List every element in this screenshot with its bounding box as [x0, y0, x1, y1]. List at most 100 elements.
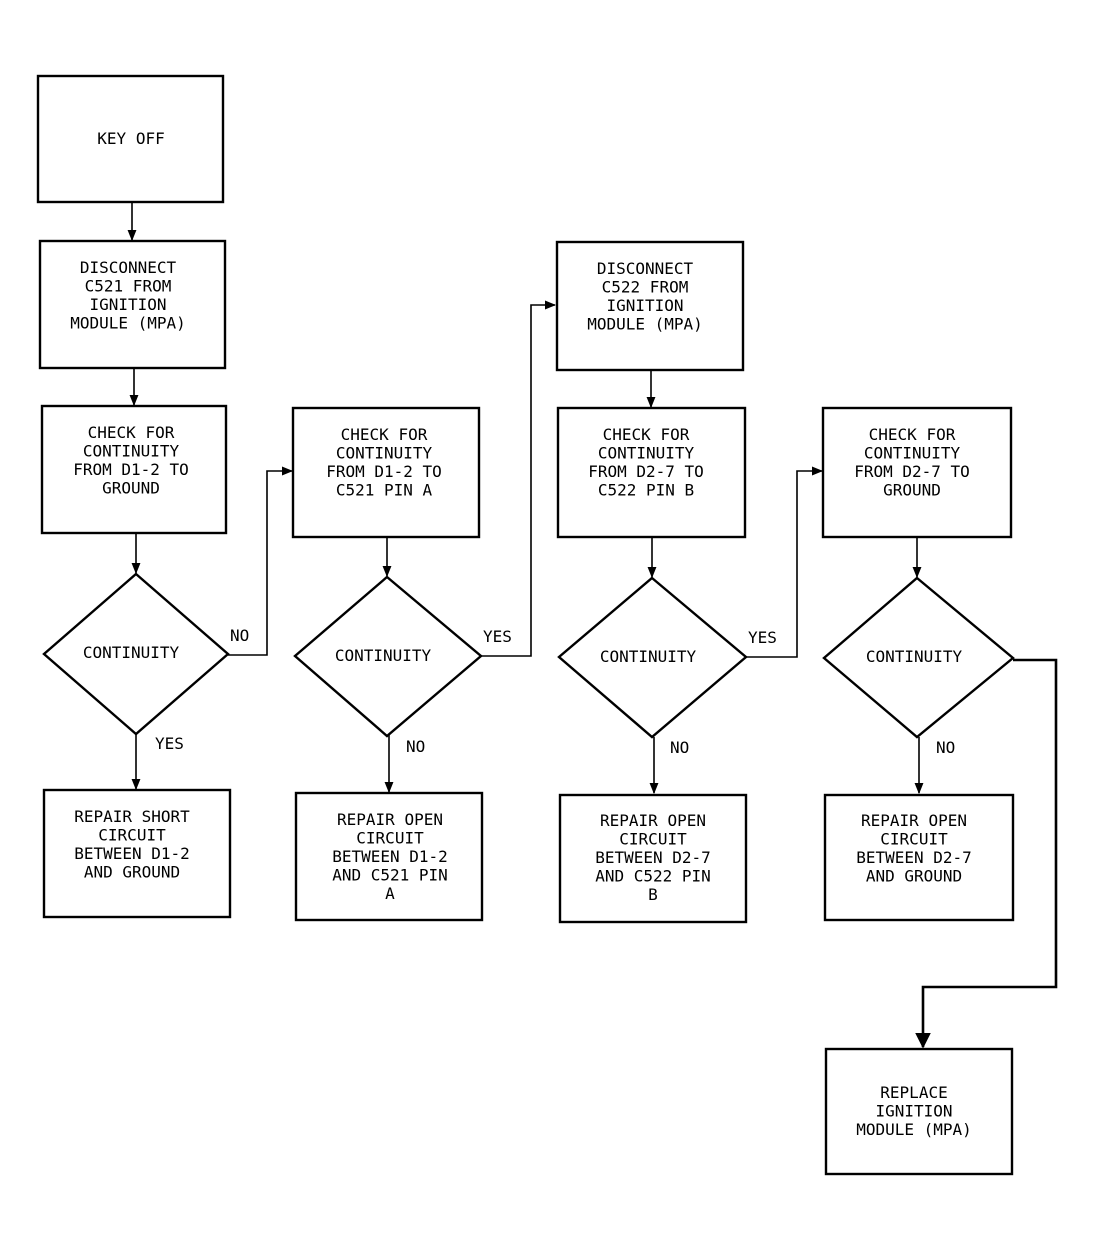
edge-decision-2-yes — [481, 300, 557, 657]
check-d1-ground-line-1: CHECK FOR — [88, 423, 175, 442]
repair-open-d2-c522-line-5: B — [648, 885, 658, 904]
edge-decision-4-to-replace — [915, 658, 1058, 1049]
label-decision-1-yes: YES — [155, 734, 184, 753]
repair-open-d2-c522-line-3: BETWEEN D2-7 — [595, 848, 711, 867]
diamond-continuity-1 — [42, 572, 230, 736]
label-decision-3-yes: YES — [748, 628, 777, 647]
check-d1-ground-line-3: FROM D1-2 TO — [73, 460, 189, 479]
check-d2-c522-line-1: CHECK FOR — [603, 425, 690, 444]
repair-short-d1-ground-line-4: AND GROUND — [84, 863, 180, 882]
disconnect-c521-line-2: C521 FROM — [85, 277, 172, 296]
label-decision-4-no: NO — [936, 738, 955, 757]
check-d1-ground-line-4: GROUND — [102, 479, 160, 498]
box-check-d1-c521 — [291, 406, 481, 539]
replace-module-line-1: REPLACE — [880, 1083, 947, 1102]
label-decision-2-yes: YES — [483, 627, 512, 646]
disconnect-c522-line-3: IGNITION — [606, 296, 683, 315]
replace-module-line-2: IGNITION — [875, 1102, 952, 1121]
disconnect-c522-line-2: C522 FROM — [602, 278, 689, 297]
box-repair-open-d2-c522 — [558, 793, 748, 924]
repair-open-d2-ground-line-3: BETWEEN D2-7 — [856, 848, 972, 867]
repair-open-d2-ground-line-2: CIRCUIT — [880, 830, 948, 849]
check-d1-ground-line-2: CONTINUITY — [83, 442, 180, 461]
box-repair-open-d1-c521 — [294, 791, 484, 922]
edge-labels: NO YES YES NO YES NO NO — [155, 626, 955, 757]
decision-2-line-1: CONTINUITY — [335, 646, 432, 665]
repair-open-d1-c521-line-1: REPAIR OPEN — [337, 810, 443, 829]
label-decision-2-no: NO — [406, 737, 425, 756]
decision-diamonds — [42, 572, 1015, 739]
text-decision-3: CONTINUITY — [600, 647, 697, 666]
check-d1-c521-line-4: C521 PIN A — [336, 481, 433, 500]
check-d1-c521-line-3: FROM D1-2 TO — [326, 462, 442, 481]
repair-open-d1-c521-line-2: CIRCUIT — [356, 829, 424, 848]
replace-module-line-3: MODULE (MPA) — [856, 1120, 972, 1139]
disconnect-c521-line-1: DISCONNECT — [80, 258, 177, 277]
repair-short-d1-ground-line-2: CIRCUIT — [98, 826, 166, 845]
diamond-continuity-2 — [293, 575, 483, 738]
repair-open-d2-c522-line-1: REPAIR OPEN — [600, 811, 706, 830]
edge-decision-3-yes — [746, 466, 824, 658]
repair-open-d1-c521-line-5: A — [385, 884, 395, 903]
check-d2-c522-line-4: C522 PIN B — [598, 481, 694, 500]
edge-decision-1-no — [228, 466, 294, 656]
connectors — [127, 202, 1058, 1049]
check-d2-ground-line-3: FROM D2-7 TO — [854, 462, 970, 481]
process-boxes — [36, 74, 1015, 1176]
disconnect-c522-line-4: MODULE (MPA) — [587, 315, 703, 334]
text-key-off: KEY OFF — [97, 129, 164, 148]
box-key-off — [36, 74, 225, 204]
decision-4-line-1: CONTINUITY — [866, 647, 963, 666]
repair-open-d2-ground-line-4: AND GROUND — [866, 867, 962, 886]
check-d2-c522-line-3: FROM D2-7 TO — [588, 462, 704, 481]
decision-1-line-1: CONTINUITY — [83, 643, 180, 662]
box-replace-module — [824, 1047, 1014, 1176]
check-d1-c521-line-1: CHECK FOR — [341, 425, 428, 444]
box-check-d2-ground — [821, 406, 1013, 539]
box-check-d2-c522 — [556, 406, 747, 539]
decision-3-line-1: CONTINUITY — [600, 647, 697, 666]
key-off-line-1: KEY OFF — [97, 129, 164, 148]
repair-open-d1-c521-line-4: AND C521 PIN — [332, 866, 448, 885]
check-d2-ground-line-2: CONTINUITY — [864, 444, 961, 463]
disconnect-c521-line-4: MODULE (MPA) — [70, 314, 186, 333]
disconnect-c522-line-1: DISCONNECT — [597, 259, 694, 278]
box-check-d1-ground — [40, 404, 228, 535]
text-decision-2: CONTINUITY — [335, 646, 432, 665]
repair-open-d2-c522-line-2: CIRCUIT — [619, 830, 687, 849]
label-decision-1-no: NO — [230, 626, 249, 645]
disconnect-c521-line-3: IGNITION — [89, 295, 166, 314]
repair-open-d2-c522-line-4: AND C522 PIN — [595, 867, 711, 886]
check-d2-c522-line-2: CONTINUITY — [598, 444, 695, 463]
repair-short-d1-ground-line-1: REPAIR SHORT — [74, 807, 190, 826]
check-d2-ground-line-1: CHECK FOR — [869, 425, 956, 444]
box-disconnect-c521 — [38, 239, 227, 370]
repair-open-d2-ground-line-1: REPAIR OPEN — [861, 811, 967, 830]
diamond-continuity-3 — [557, 576, 748, 739]
box-repair-open-d2-ground — [823, 793, 1015, 922]
check-d2-ground-line-4: GROUND — [883, 481, 941, 500]
diamond-continuity-4 — [822, 576, 1015, 739]
check-d1-c521-line-2: CONTINUITY — [336, 444, 433, 463]
label-decision-3-no: NO — [670, 738, 689, 757]
repair-short-d1-ground-line-3: BETWEEN D1-2 — [74, 844, 190, 863]
box-repair-short-d1-ground — [42, 788, 232, 919]
text-decision-4: CONTINUITY — [866, 647, 963, 666]
repair-open-d1-c521-line-3: BETWEEN D1-2 — [332, 847, 448, 866]
text-decision-1: CONTINUITY — [83, 643, 180, 662]
box-disconnect-c522 — [555, 240, 745, 372]
